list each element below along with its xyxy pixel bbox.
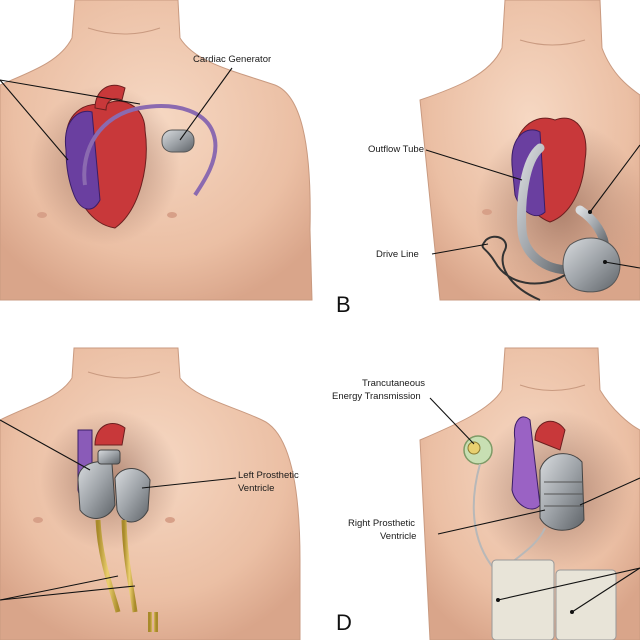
label-drive-line: Drive Line <box>376 249 419 260</box>
aorta-c <box>94 423 126 446</box>
leader-d-right-3 <box>571 567 640 613</box>
neck-line-a <box>87 27 161 35</box>
drive-tube-1-c <box>95 519 121 613</box>
label-left-prosthetic-ventricle: Ventricle <box>238 483 274 494</box>
right-prosthetic-ventricle-c <box>114 468 151 523</box>
dot-d-1 <box>496 598 500 602</box>
panel-b: Outflow Tube Drive Line B <box>336 0 640 317</box>
drive-tube-2-c <box>121 519 138 613</box>
connector-top-c <box>97 449 121 465</box>
neck-line-b <box>519 39 586 46</box>
panel-a: Cardiac Generator <box>0 0 313 301</box>
pump-b <box>562 237 621 293</box>
neck-line-c <box>87 371 161 379</box>
leader-a-1 <box>0 79 141 105</box>
leader-d-right-1 <box>579 477 640 506</box>
leader-a-generator <box>179 67 233 141</box>
label-outflow-tube: Outflow Tube <box>368 144 424 155</box>
right-prosthetic-ventricle-d <box>539 453 585 531</box>
label-right-prosthetic-ventricle: Ventricle <box>380 531 416 542</box>
leader-d-tet <box>429 397 475 445</box>
label-tet-2: Energy Transmission <box>332 391 421 402</box>
tet-coil-center-d <box>467 441 481 455</box>
left-prosthetic-ventricle-c <box>77 461 116 519</box>
coil-rings-d <box>544 481 583 507</box>
wire-1-d <box>472 463 496 571</box>
leader-b-outflow <box>425 149 523 181</box>
aorta-d <box>534 420 566 451</box>
battery-pack-right-d <box>555 569 617 640</box>
pacing-lead-a <box>82 104 218 197</box>
leader-b-drive <box>431 243 489 255</box>
leader-c-3 <box>0 585 136 601</box>
leader-b-right-1 <box>589 144 640 213</box>
label-left-prosthetic: Left Prosthetic <box>238 470 299 481</box>
dot-b-1 <box>588 210 592 214</box>
battery-pack-left-d <box>491 559 555 640</box>
panel-d: Trancutaneous Energy Transmission Right … <box>332 347 640 640</box>
panel-letter-b: B <box>336 292 351 317</box>
nipple-right-c <box>165 517 175 523</box>
aorta-a <box>94 84 126 111</box>
label-tet-1: Trancutaneous <box>362 378 425 389</box>
nipple-left-b <box>482 209 492 215</box>
label-right-prosthetic: Right Prosthetic <box>348 518 415 529</box>
label-cardiac-generator: Cardiac Generator <box>193 54 271 65</box>
outflow-tube-b <box>517 143 575 275</box>
leader-b-right-2 <box>604 261 640 269</box>
neck-line-d <box>519 384 586 391</box>
right-heart-a <box>64 110 101 210</box>
drive-tube-end-c <box>148 612 158 632</box>
cardiac-generator-device <box>161 129 195 153</box>
leader-c-2 <box>0 575 119 601</box>
nipple-left-c <box>33 517 43 523</box>
leader-c-1 <box>0 419 91 471</box>
leader-c-left-ventricle <box>141 477 237 489</box>
drive-line-b <box>481 235 566 301</box>
nipple-right-a <box>167 212 177 218</box>
dot-b-2 <box>603 260 607 264</box>
dot-d-2 <box>570 610 574 614</box>
panel-c: Left Prosthetic Ventricle <box>0 347 301 640</box>
nipple-left-a <box>37 212 47 218</box>
leader-d-right-ventricle <box>437 509 546 535</box>
leader-d-right-2 <box>497 567 640 601</box>
panel-letter-d: D <box>336 610 352 635</box>
leader-a-2 <box>0 79 69 161</box>
